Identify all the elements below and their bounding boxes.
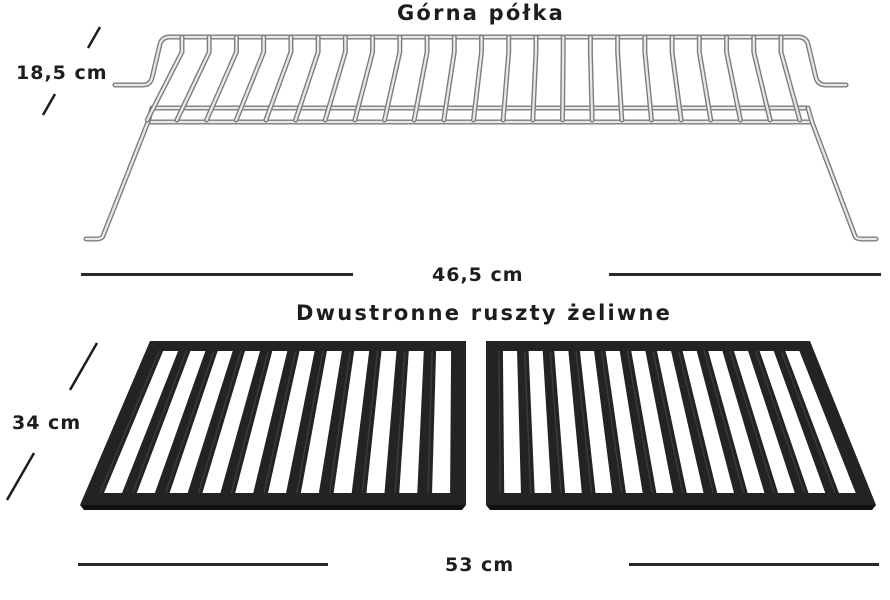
shelf-width-line-left	[81, 273, 353, 276]
grate-bar	[703, 350, 745, 494]
grates-depth-label: 34 cm	[12, 412, 82, 434]
wire-shelf-illustration	[83, 34, 879, 242]
grate-bar	[523, 350, 532, 494]
grate-bar	[394, 350, 406, 494]
grate-bar	[754, 350, 806, 494]
grate-bar	[296, 350, 324, 494]
grate-bar	[729, 350, 775, 494]
grate-bar	[575, 350, 593, 494]
grates-width-line-right	[629, 563, 879, 566]
grates-title: Dwustronne ruszty żeliwne	[296, 301, 673, 325]
grate-bar	[677, 350, 714, 494]
grate-bar	[164, 350, 215, 494]
depth-tick-marks-grates	[5, 342, 99, 501]
left-grate	[80, 341, 466, 510]
grate-bar	[498, 350, 501, 494]
shelf-left-leg	[83, 105, 155, 242]
grate-bar	[549, 350, 562, 494]
shelf-width-line-right	[609, 273, 881, 276]
cast-iron-grates-illustration	[80, 341, 876, 510]
grate-bar	[427, 350, 433, 494]
grate-bar	[626, 350, 654, 494]
grates-width-line-left	[78, 563, 328, 566]
shelf-height-label: 18,5 cm	[16, 62, 108, 84]
grate-bar	[780, 350, 836, 494]
grate-bar	[197, 350, 242, 494]
grate-bar	[600, 350, 623, 494]
grate-bar	[99, 350, 160, 494]
grate-frame	[80, 341, 466, 505]
top-shelf-title: Górna półka	[397, 1, 566, 25]
grate-bar	[328, 350, 351, 494]
shelf-width-label: 46,5 cm	[432, 264, 524, 286]
shelf-right-leg	[805, 105, 879, 242]
grate-bar	[263, 350, 297, 494]
right-grate	[486, 341, 876, 510]
grate-bar	[652, 350, 684, 494]
height-tick-marks-shelf	[41, 26, 102, 116]
grate-bar	[230, 350, 270, 494]
grate-bar	[132, 350, 188, 494]
grates-width-label: 53 cm	[445, 554, 515, 576]
grate-bar	[361, 350, 379, 494]
